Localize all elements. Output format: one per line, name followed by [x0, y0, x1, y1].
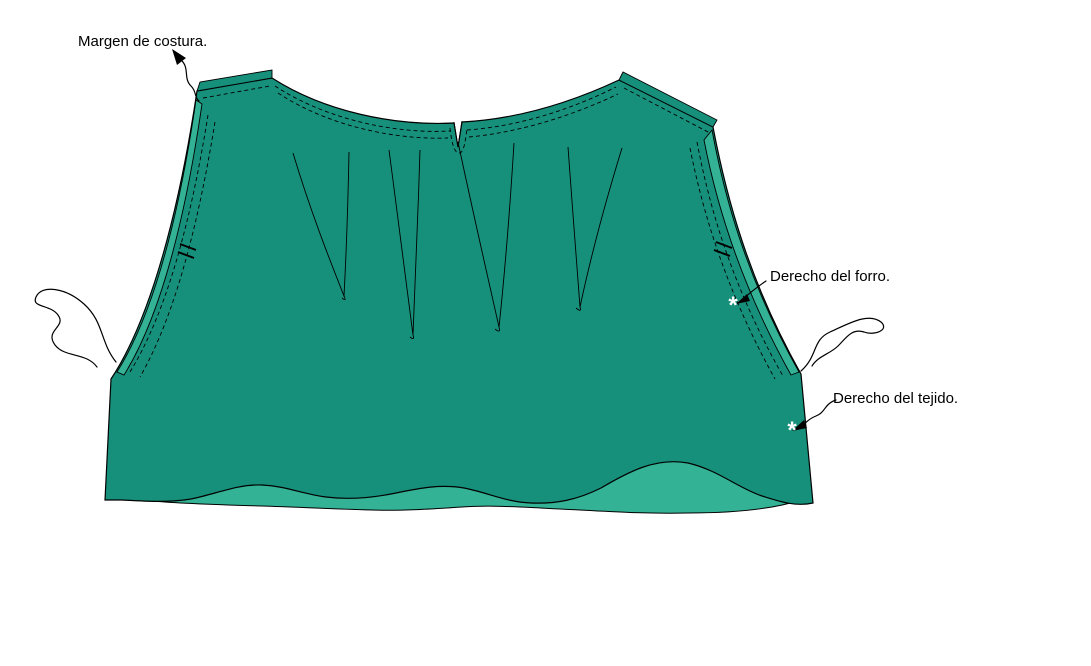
dart-1 [292, 151, 350, 301]
fabric-arrow-squiggle [799, 399, 837, 428]
label-seam-allowance: Margen de costura. [78, 33, 208, 50]
right-armhole-stitch-1 [696, 141, 784, 377]
lining-asterisk-marker: * [728, 292, 738, 319]
label-fabric-right-side: Derecho del tejido. [833, 390, 959, 407]
bodice-body [104, 77, 814, 505]
seam-allowance-arrowhead [172, 49, 186, 65]
stitch-lines [129, 85, 784, 380]
right-shoulder-stitch-line [623, 87, 711, 134]
lining-arrowhead [736, 294, 750, 304]
dart-2 [388, 149, 421, 340]
armhole-notches [177, 241, 733, 259]
lining-label-arrow [736, 280, 767, 304]
seam-allowance-arrow [172, 49, 200, 102]
neckline-stitch-right-2 [468, 93, 619, 138]
right-underarm-thread [800, 317, 885, 372]
left-shoulder-stitch-line [202, 85, 271, 99]
left-armhole-stitch-2 [139, 121, 216, 378]
fabric-asterisk-marker: * [787, 417, 797, 444]
center-neck-slit [453, 120, 463, 148]
neckline-stitch-left-1 [274, 85, 451, 132]
left-armhole-notch [177, 243, 197, 259]
slit-stitch-outline [449, 127, 468, 154]
dart-4 [567, 146, 623, 311]
neckline-darts [292, 141, 623, 340]
seam-allowance-arrow-squiggle [180, 59, 200, 102]
neckline-stitch-right-1 [466, 86, 617, 131]
left-shoulder-seam-strip [196, 69, 273, 92]
left-underarm-thread [34, 288, 117, 368]
right-shoulder-seam-strip [618, 71, 718, 128]
right-armhole-notch [713, 241, 733, 257]
left-armhole-lining-band [116, 99, 203, 376]
right-armhole-lining-band [703, 128, 800, 376]
left-armhole-stitch-1 [129, 114, 209, 373]
dart-3 [457, 141, 515, 332]
neckline-stitch-left-2 [277, 92, 449, 139]
fabric-label-arrow [792, 399, 837, 431]
label-lining-right-side: Derecho del forro. [770, 268, 891, 285]
fabric-arrowhead [792, 420, 807, 431]
